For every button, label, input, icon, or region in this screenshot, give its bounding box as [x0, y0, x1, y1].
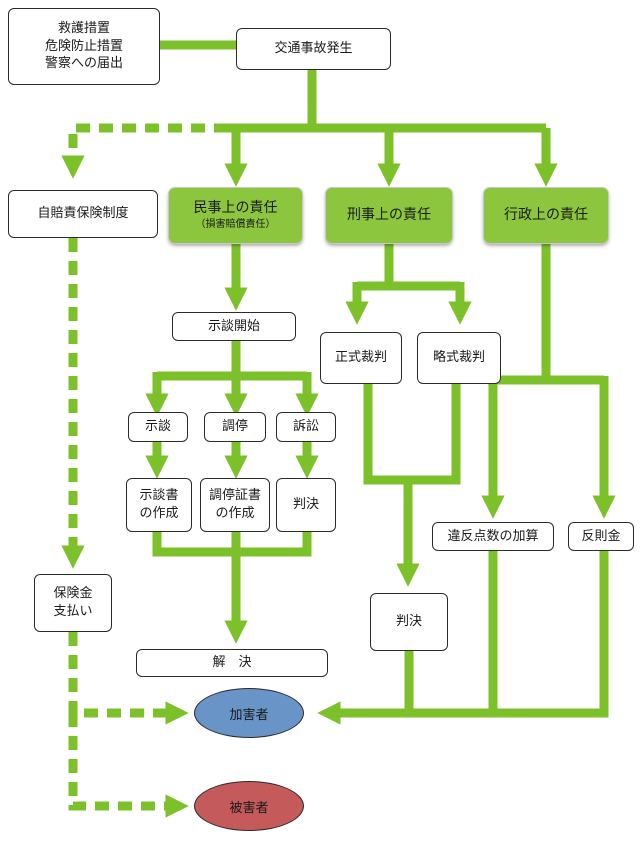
- connector-summary-judgment: [408, 384, 461, 485]
- initial-measures-line-1: 救護措置: [57, 21, 110, 37]
- jidan-document-line-2: の作成: [139, 506, 179, 521]
- penalty-points-label: 違反点数の加算: [447, 528, 539, 544]
- formal-trial-label: 正式裁判: [334, 350, 387, 366]
- connector-dashed-victim: [68, 713, 189, 818]
- criminal-liability-label: 刑事上の責任: [347, 207, 431, 224]
- summary-trial-box: 略式裁判: [417, 332, 501, 384]
- perpetrator-label: 加害者: [229, 707, 269, 723]
- civil-liability-sublabel: （損害賠償責任）: [195, 219, 276, 231]
- insurance-payment-line-2: 支払い: [53, 604, 93, 619]
- chotei-label: 調停: [221, 419, 248, 435]
- criminal-judgment-label: 判決: [395, 614, 422, 630]
- jidan-document-box: 示談書 の作成: [126, 478, 192, 532]
- civil-judgment-label: 判決: [292, 497, 319, 513]
- fine-box: 反則金: [568, 522, 634, 551]
- administrative-liability-label: 行政上の責任: [504, 207, 588, 224]
- civil-judgment-box: 判決: [276, 478, 336, 532]
- connector-dashed-jibaiseki: [61, 123, 228, 179]
- victim-label: 被害者: [229, 800, 269, 816]
- fine-label: 反則金: [581, 528, 621, 544]
- chotei-document-line-1: 調停証書: [208, 488, 261, 504]
- negotiation-start-label: 示談開始: [207, 318, 260, 334]
- chotei-box: 調停: [204, 412, 266, 442]
- sosho-label: 訴訟: [292, 419, 319, 435]
- chotei-document-line-2: の作成: [215, 506, 255, 521]
- penalty-points-box: 違反点数の加算: [432, 522, 554, 551]
- insurance-payment-box: 保険金 支払い: [34, 574, 112, 632]
- connector-fine-perpetrator: [317, 551, 609, 725]
- initial-measures-line-2: 危険防止措置: [44, 38, 123, 54]
- insurance-payment-line-1: 保険金: [53, 586, 93, 602]
- accident-box: 交通事故発生: [236, 28, 391, 70]
- connector-formal-judgment: [363, 384, 420, 587]
- negotiation-start-box: 示談開始: [172, 312, 296, 341]
- perpetrator-ellipse: 加害者: [194, 688, 304, 738]
- jibaiseki-label: 自賠責保険制度: [37, 206, 129, 222]
- civil-liability-label: 民事上の責任: [193, 200, 278, 217]
- summary-trial-label: 略式裁判: [432, 350, 485, 366]
- administrative-liability-box: 行政上の責任: [484, 188, 608, 243]
- formal-trial-box: 正式裁判: [320, 332, 402, 384]
- initial-measures-box: 救護措置 危険防止措置 警察への届出: [8, 8, 160, 85]
- initial-measures-line-3: 警察への届出: [44, 56, 123, 72]
- victim-ellipse: 被害者: [194, 781, 304, 831]
- sosho-box: 訴訟: [276, 412, 336, 442]
- criminal-judgment-box: 判決: [370, 593, 448, 651]
- jidan-box: 示談: [128, 412, 188, 442]
- civil-liability-box: 民事上の責任 （損害賠償責任）: [169, 188, 302, 243]
- resolution-box: 解 決: [136, 649, 328, 677]
- criminal-liability-box: 刑事上の責任: [326, 188, 452, 243]
- jibaiseki-box: 自賠責保険制度: [8, 190, 158, 238]
- chotei-document-box: 調停証書 の作成: [200, 478, 270, 532]
- resolution-label: 解 決: [212, 655, 252, 671]
- jidan-label: 示談: [144, 419, 171, 435]
- accident-label: 交通事故発生: [274, 41, 353, 57]
- jidan-document-line-1: 示談書: [139, 488, 179, 504]
